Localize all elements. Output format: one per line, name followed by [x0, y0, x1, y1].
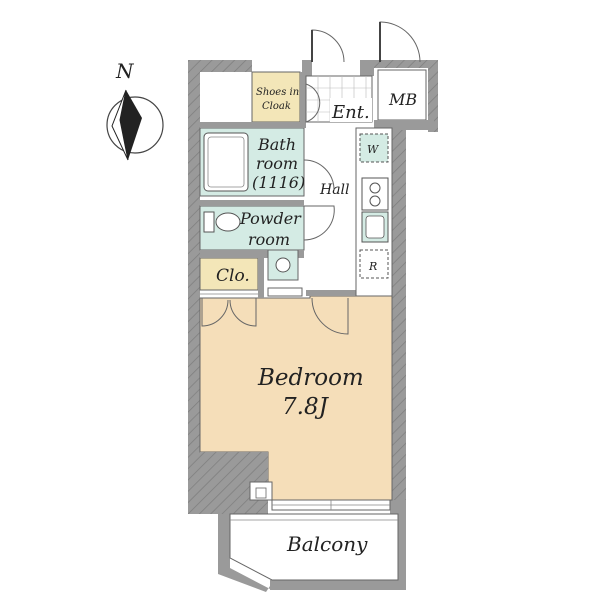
- kitchen: W R: [355, 127, 393, 297]
- bedroom-pillar: [249, 481, 273, 501]
- top-wall-left: [188, 60, 252, 72]
- balcony-label: Balcony: [286, 532, 368, 556]
- mb-box: [377, 69, 427, 121]
- toilet-tank-icon: [203, 211, 215, 233]
- powder-door: [303, 205, 335, 241]
- powder-room-label-2: room: [248, 230, 290, 249]
- balcony-right-wall: [398, 514, 406, 590]
- bottom-wall-left: [188, 500, 268, 514]
- closet-door-left: [201, 298, 229, 327]
- closet: Clo.: [199, 257, 264, 327]
- entrance-door-left: [311, 29, 345, 63]
- balcony-corner-wall: [218, 568, 272, 592]
- north-label: N: [115, 59, 135, 83]
- bedroom-door: [311, 297, 349, 335]
- bath-room: Bath room (1116): [199, 127, 305, 197]
- balcony-bottom-wall: [270, 580, 406, 590]
- powder-room-label: Powder: [239, 209, 302, 228]
- top-wall-mid2: [360, 60, 374, 76]
- washer-label: W: [367, 143, 380, 156]
- hall: Hall: [303, 128, 392, 335]
- entrance-door-right: [379, 21, 421, 63]
- fridge-space: [359, 249, 389, 279]
- bath-room-label-2: room: [256, 154, 298, 173]
- right-wall: [392, 130, 406, 513]
- compass-needle-shadow-icon: [111, 89, 129, 161]
- top-wall-mid: [302, 60, 312, 76]
- bedroom: Bedroom 7.8J: [199, 295, 393, 511]
- entrance: Ent.: [305, 21, 421, 123]
- shoes-cloak-label: Shoes in: [256, 87, 299, 98]
- bath-room-label: Bath: [257, 135, 296, 154]
- hall-floor: [306, 128, 356, 296]
- mb-right-wall: [428, 60, 438, 132]
- bath-room-size-label: (1116): [252, 173, 305, 192]
- mb: MB: [374, 69, 434, 130]
- washer-space: [359, 133, 389, 163]
- shoes-cloak-label-2: Cloak: [262, 101, 291, 112]
- washbasin-icon: [275, 257, 291, 273]
- closet-door-right: [229, 298, 257, 327]
- shoes-cloak-floor: [251, 71, 301, 123]
- bath-door: [303, 159, 335, 191]
- burner-icon: [369, 182, 381, 194]
- balcony-left-wall: [218, 514, 230, 574]
- mb-label: MB: [388, 90, 417, 109]
- compass-needle-icon: [120, 90, 142, 160]
- toilet-icon: [215, 212, 241, 232]
- shoes-cloak: Shoes in Cloak: [200, 71, 306, 128]
- balcony-floor: [229, 513, 399, 581]
- closet-label: Clo.: [216, 266, 250, 286]
- shoes-cloak-door: [305, 83, 321, 123]
- bathtub-icon: [203, 132, 249, 192]
- fridge-label: R: [368, 260, 377, 273]
- left-wall: [188, 60, 200, 513]
- compass-ring: [106, 96, 164, 154]
- balcony: Balcony: [229, 513, 399, 581]
- entrance-label: Ent.: [331, 102, 370, 123]
- bottom-wall-right: [390, 500, 406, 514]
- mb-top-wall: [374, 60, 436, 68]
- bedroom-label: Bedroom: [257, 365, 364, 391]
- outer-walls: [188, 60, 438, 592]
- powder-room: Powder room: [199, 200, 305, 297]
- burner-icon: [369, 195, 381, 207]
- bedroom-size-label: 7.8J: [282, 394, 330, 420]
- compass: N: [106, 59, 164, 161]
